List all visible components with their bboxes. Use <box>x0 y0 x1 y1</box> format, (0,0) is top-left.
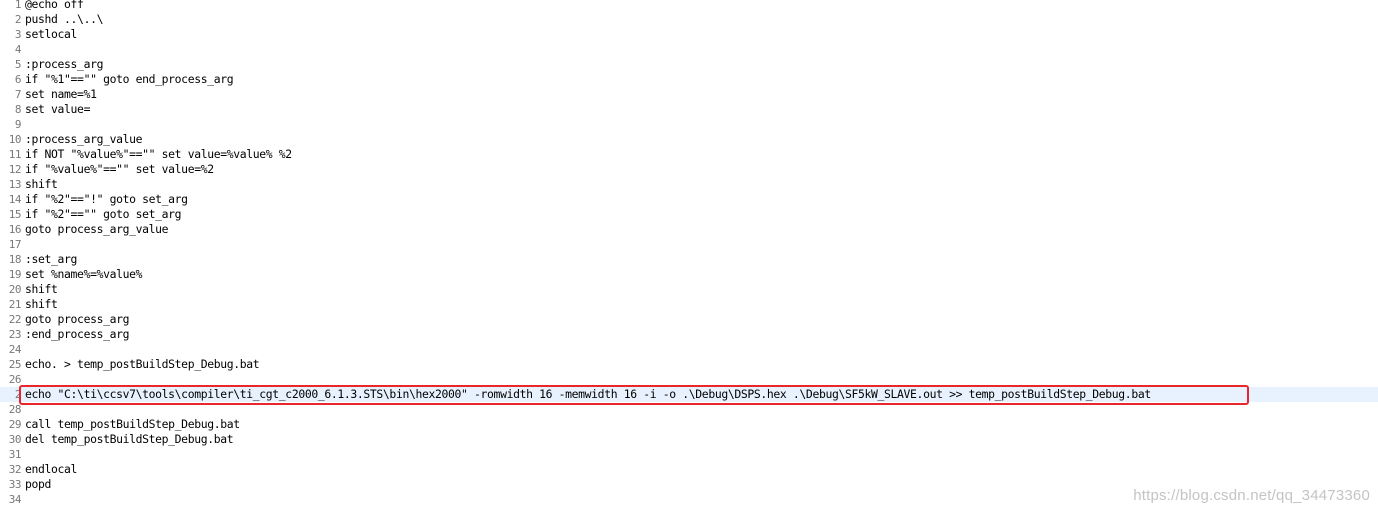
line-number: 18 <box>8 253 22 266</box>
line-number: 20 <box>8 283 22 296</box>
line-number: 8 <box>14 103 22 116</box>
line-number: 32 <box>8 463 22 476</box>
line-number: 23 <box>8 328 22 341</box>
line-number: 9 <box>14 118 22 131</box>
line-text[interactable]: setlocal <box>25 27 78 41</box>
line-text[interactable]: set value= <box>25 102 91 116</box>
line-number: 10 <box>8 133 22 146</box>
code-line[interactable]: 10:process_arg_value <box>0 132 1378 147</box>
line-number: 28 <box>8 403 22 416</box>
code-line[interactable]: 28 <box>0 402 1378 417</box>
line-text[interactable]: :set_arg <box>25 252 78 266</box>
line-text[interactable]: :end_process_arg <box>25 327 130 341</box>
code-line[interactable]: 18:set_arg <box>0 252 1378 267</box>
code-line[interactable]: 5:process_arg <box>0 57 1378 72</box>
line-number: 17 <box>8 238 22 251</box>
line-text[interactable]: echo. > temp_postBuildStep_Debug.bat <box>25 357 260 371</box>
line-text[interactable]: shift <box>25 177 58 191</box>
line-number: 12 <box>8 163 22 176</box>
code-line[interactable]: 4 <box>0 42 1378 57</box>
line-text[interactable]: call temp_postBuildStep_Debug.bat <box>25 417 240 431</box>
line-number: 6 <box>14 73 22 86</box>
line-number: 4 <box>14 43 22 56</box>
line-number: 2 <box>14 13 22 26</box>
line-number: 26 <box>8 373 22 386</box>
line-number: 11 <box>8 148 22 161</box>
code-line[interactable]: 24 <box>0 342 1378 357</box>
line-text[interactable]: endlocal <box>25 462 78 476</box>
code-line[interactable]: 23:end_process_arg <box>0 327 1378 342</box>
line-text[interactable]: echo "C:\ti\ccsv7\tools\compiler\ti_cgt_… <box>25 387 1151 401</box>
line-text[interactable]: set name=%1 <box>25 87 97 101</box>
line-number: 2 <box>14 388 22 401</box>
line-number: 14 <box>8 193 22 206</box>
line-number: 5 <box>14 58 22 71</box>
code-line[interactable]: 1@echo off <box>0 0 1378 12</box>
line-number: 19 <box>8 268 22 281</box>
line-number: 25 <box>8 358 22 371</box>
line-number: 34 <box>8 493 22 506</box>
line-number: 13 <box>8 178 22 191</box>
code-line[interactable]: 26 <box>0 372 1378 387</box>
code-line[interactable]: 34 <box>0 492 1378 507</box>
line-text[interactable]: @echo off <box>25 0 84 11</box>
line-text[interactable]: :process_arg <box>25 57 104 71</box>
watermark: https://blog.csdn.net/qq_34473360 <box>1133 487 1370 504</box>
line-number: 7 <box>14 88 22 101</box>
code-line[interactable]: 9 <box>0 117 1378 132</box>
code-line[interactable]: 17 <box>0 237 1378 252</box>
line-text[interactable]: del temp_postBuildStep_Debug.bat <box>25 432 234 446</box>
line-number: 21 <box>8 298 22 311</box>
line-number: 31 <box>8 448 22 461</box>
line-number: 16 <box>8 223 22 236</box>
line-text[interactable]: pushd ..\..\ <box>25 12 104 26</box>
line-text[interactable]: if "%2"=="!" goto set_arg <box>25 192 188 206</box>
line-number: 1 <box>14 0 22 11</box>
line-text[interactable]: if NOT "%value%"=="" set value=%value% %… <box>25 147 292 161</box>
line-text[interactable]: if "%1"=="" goto end_process_arg <box>25 72 234 86</box>
line-number-gutter <box>0 0 22 512</box>
line-text[interactable]: goto process_arg_value <box>25 222 169 236</box>
line-number: 24 <box>8 343 22 356</box>
line-text[interactable]: goto process_arg <box>25 312 130 326</box>
line-text[interactable]: shift <box>25 297 58 311</box>
line-text[interactable]: set %name%=%value% <box>25 267 143 281</box>
line-text[interactable]: if "%value%"=="" set value=%2 <box>25 162 214 176</box>
line-text[interactable]: shift <box>25 282 58 296</box>
line-number: 22 <box>8 313 22 326</box>
line-number: 33 <box>8 478 22 491</box>
line-number: 29 <box>8 418 22 431</box>
line-number: 15 <box>8 208 22 221</box>
line-text[interactable]: :process_arg_value <box>25 132 143 146</box>
line-text[interactable]: if "%2"=="" goto set_arg <box>25 207 182 221</box>
line-number: 30 <box>8 433 22 446</box>
line-number: 3 <box>14 28 22 41</box>
line-text[interactable]: popd <box>25 477 52 491</box>
code-line[interactable]: 31 <box>0 447 1378 462</box>
